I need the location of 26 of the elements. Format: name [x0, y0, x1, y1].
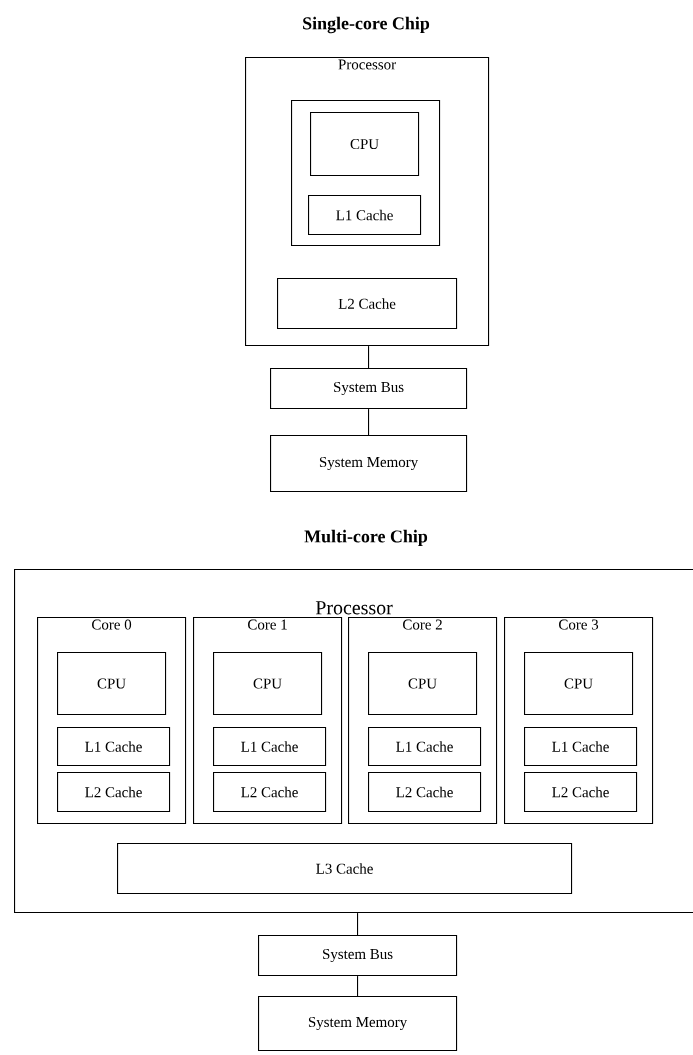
heading: Single-core Chip [303, 16, 430, 34]
bus-box: System Bus [258, 935, 458, 977]
cache-box: L2 Cache [213, 772, 327, 813]
connector-line [357, 912, 359, 936]
cache-box: L1 Cache [308, 195, 422, 236]
cache-box: L1 Cache [368, 727, 482, 767]
cache-box: L2 Cache [524, 772, 638, 813]
cpu-box: CPU [57, 652, 167, 716]
bus-box: System Bus [270, 368, 468, 410]
cache-box: L1 Cache [524, 727, 638, 767]
heading: Multi-core Chip [304, 529, 428, 547]
cpu-box: CPU [213, 652, 323, 716]
cpu-box: CPU [310, 112, 420, 177]
cpu-box: CPU [368, 652, 478, 716]
connector-line [357, 975, 359, 997]
cache-box: L2 Cache [277, 278, 458, 330]
cache-box: L1 Cache [57, 727, 171, 767]
connector-line [368, 408, 370, 436]
memory-box: System Memory [270, 435, 468, 493]
memory-box: System Memory [258, 996, 458, 1052]
cpu-box: CPU [524, 652, 634, 716]
connector-line [368, 345, 370, 369]
cache-box: L2 Cache [57, 772, 171, 813]
cache-box: L3 Cache [117, 843, 573, 895]
cache-box: L2 Cache [368, 772, 482, 813]
cache-box: L1 Cache [213, 727, 327, 767]
